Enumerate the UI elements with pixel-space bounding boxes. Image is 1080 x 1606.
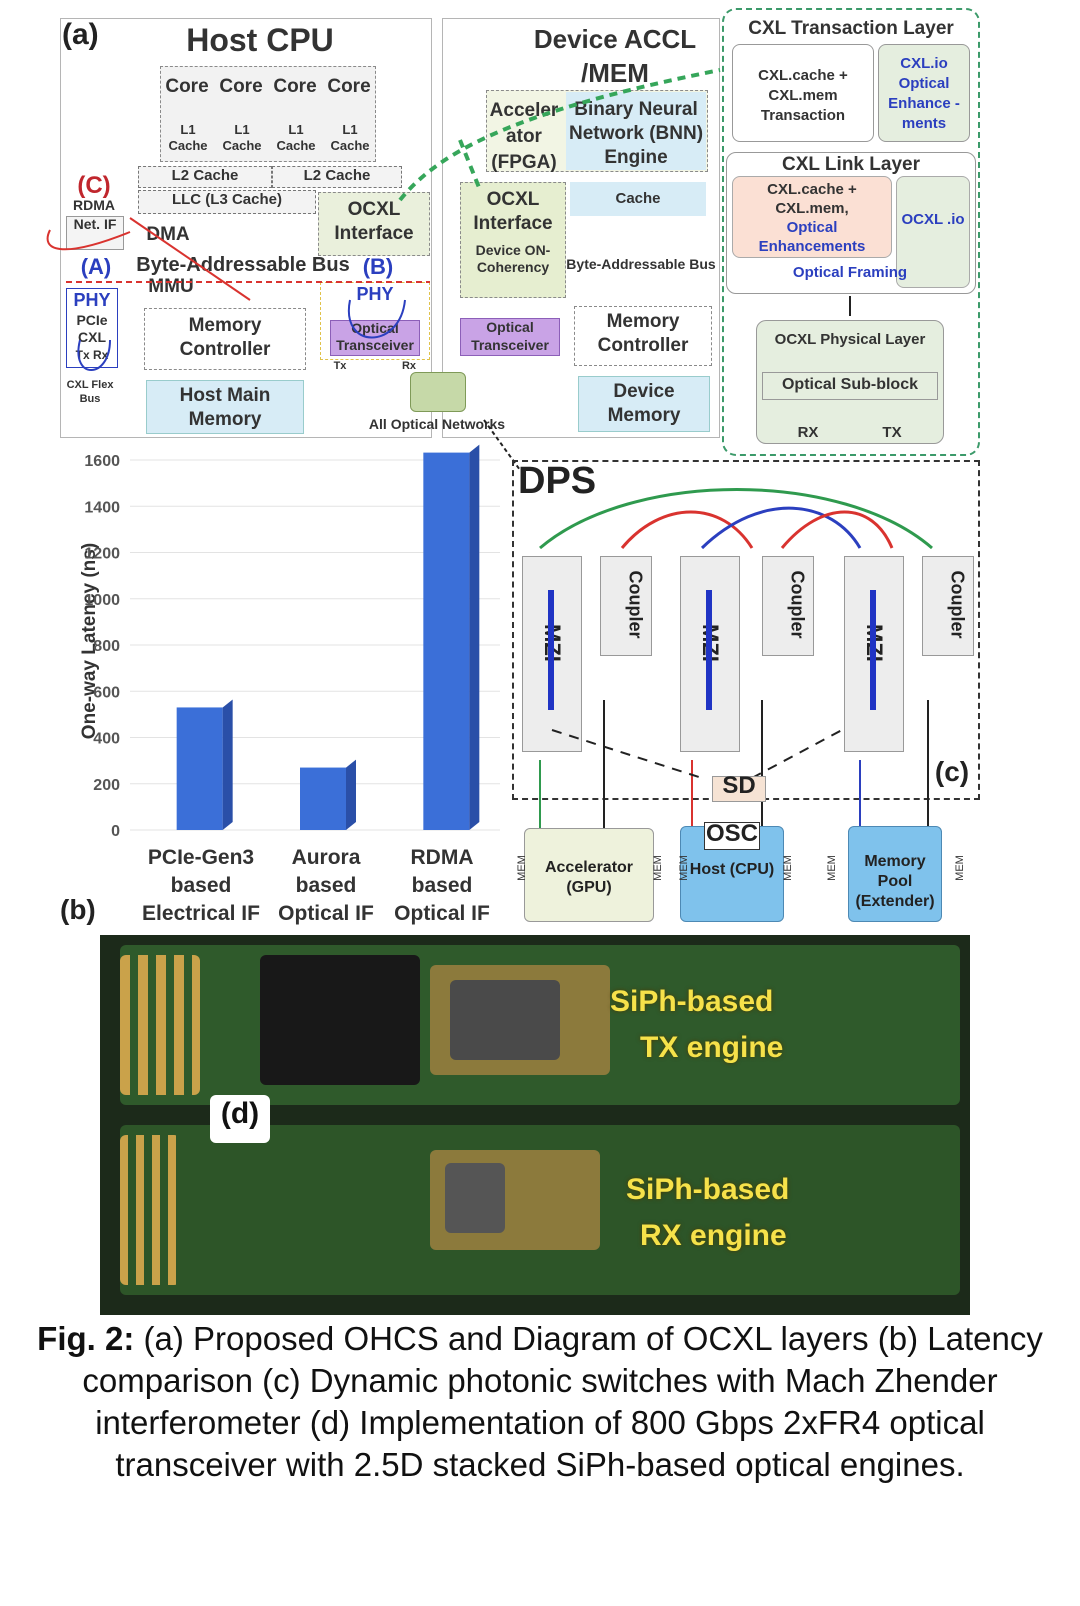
memory-pool: Memory Pool (Extender) xyxy=(848,852,942,912)
dps-wires xyxy=(512,700,980,840)
y-tick-7: 1400 xyxy=(84,499,120,516)
y-tick-4: 800 xyxy=(93,638,120,655)
accelerator-gpu: Accelerator (GPU) xyxy=(524,858,654,898)
coupler-3: Coupler xyxy=(947,560,968,650)
caption-text: (a) Proposed OHCS and Diagram of OCXL la… xyxy=(82,1320,1042,1483)
osc-label: OSC xyxy=(704,820,760,848)
panel-c-label: (c) xyxy=(930,756,974,788)
panel-d-label: (d) xyxy=(210,1097,270,1131)
mem-tag-5: MEM xyxy=(826,848,838,888)
bar-side-2 xyxy=(346,760,356,830)
mzi-1-arm xyxy=(548,590,554,710)
rx-engine-label-1: SiPh-based xyxy=(626,1173,789,1207)
rx-engine-label-2: RX engine xyxy=(640,1219,787,1253)
y-tick-3: 600 xyxy=(93,684,120,701)
rx-engine-die xyxy=(445,1163,505,1233)
y-tick-6: 1200 xyxy=(84,546,120,563)
coupler-2: Coupler xyxy=(787,560,808,650)
figure-caption: Fig. 2: (a) Proposed OHCS and Diagram of… xyxy=(20,1318,1060,1486)
mem-tag-1: MEM xyxy=(516,848,528,888)
y-tick-8: 1600 xyxy=(84,453,120,470)
mem-tag-4: MEM xyxy=(782,848,794,888)
tx-edge-connector xyxy=(120,955,200,1095)
caption-bold: Fig. 2: xyxy=(37,1320,134,1357)
y-tick-2: 400 xyxy=(93,731,120,748)
mem-tag-3: MEM xyxy=(678,848,690,888)
host-cpu-node: Host (CPU) xyxy=(680,860,784,880)
bar-3 xyxy=(423,453,469,830)
panel-b-label: (b) xyxy=(60,894,96,926)
mzi-2-arm xyxy=(706,590,712,710)
dsp-chip xyxy=(260,955,420,1085)
bar-side-1 xyxy=(223,699,233,830)
mem-tag-2: MEM xyxy=(652,848,664,888)
transceiver-photo: (d) SiPh-based TX engine SiPh-based RX e… xyxy=(100,935,970,1315)
rx-edge-connector xyxy=(120,1135,180,1285)
bar-side-3 xyxy=(469,445,479,830)
tx-engine-die xyxy=(450,980,560,1060)
mem-tag-6: MEM xyxy=(954,848,966,888)
bar-2 xyxy=(300,768,346,830)
tx-engine-label-1: SiPh-based xyxy=(610,985,773,1019)
sd-label: SD xyxy=(712,772,766,800)
y-tick-0: 0 xyxy=(111,823,120,840)
y-tick-1: 200 xyxy=(93,777,120,794)
bar-1 xyxy=(177,707,223,830)
coupler-1: Coupler xyxy=(625,560,646,650)
y-tick-5: 1000 xyxy=(84,592,120,609)
mzi-3-arm xyxy=(870,590,876,710)
latency-chart: 0 200 400 600 800 1000 1200 1400 1600 xyxy=(60,440,510,850)
tx-engine-label-2: TX engine xyxy=(640,1031,783,1065)
dps-arcs xyxy=(512,480,980,600)
